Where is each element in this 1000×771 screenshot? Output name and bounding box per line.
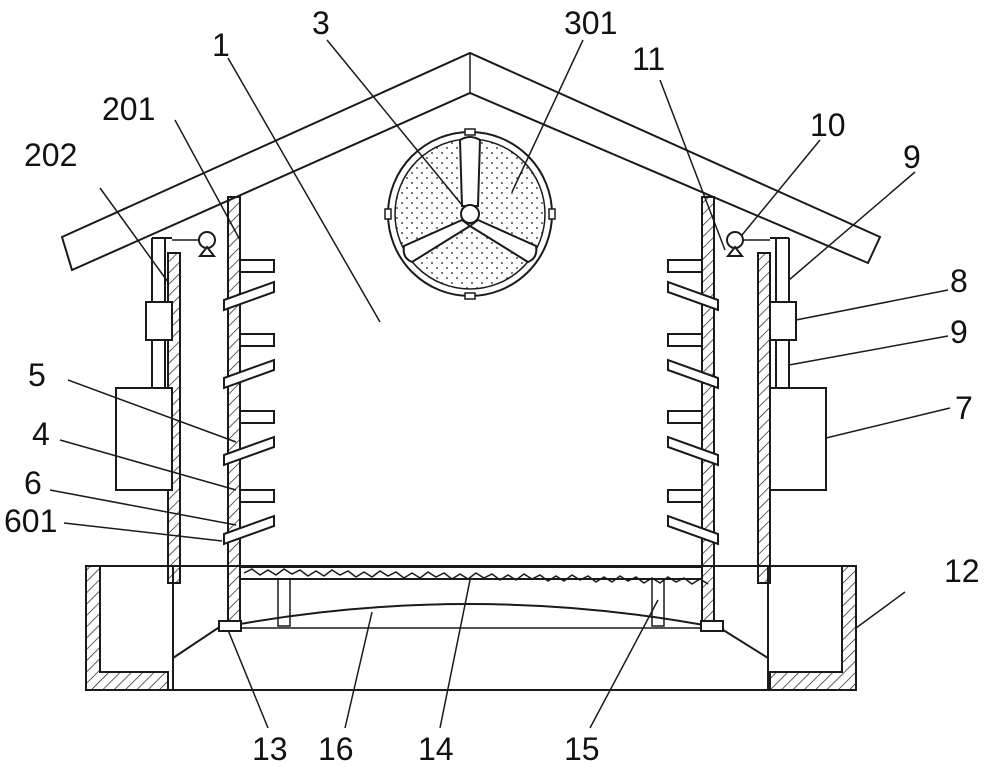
mesh-floor <box>239 566 709 627</box>
label-4: 4 <box>32 416 50 452</box>
label-12: 12 <box>944 553 980 589</box>
label-11: 11 <box>632 41 665 77</box>
label-5: 5 <box>28 357 46 393</box>
left-vent-slats <box>223 259 275 546</box>
left-inner-wall <box>218 196 275 632</box>
part-labels: 1 3 301 11 10 201 202 9 8 9 7 5 4 6 601 … <box>4 5 980 767</box>
label-8: 8 <box>950 263 968 299</box>
label-6: 6 <box>24 465 42 501</box>
collection-tray <box>172 603 769 659</box>
ventilation-fan <box>384 128 556 300</box>
label-13: 13 <box>252 731 288 767</box>
label-9-top: 9 <box>903 139 921 175</box>
label-16: 16 <box>318 731 354 767</box>
label-202: 202 <box>24 137 77 173</box>
label-10: 10 <box>810 107 846 143</box>
right-outer-wall <box>725 231 827 584</box>
fan-blade <box>458 136 482 207</box>
right-inner-wall <box>667 196 724 632</box>
label-201: 201 <box>102 91 155 127</box>
label-15: 15 <box>564 731 600 767</box>
label-3: 3 <box>312 5 330 41</box>
fan-blade <box>402 218 472 264</box>
label-14: 14 <box>418 731 454 767</box>
leader-lines <box>49 39 951 729</box>
label-301: 301 <box>564 5 617 41</box>
label-1: 1 <box>212 27 230 63</box>
label-601: 601 <box>4 503 57 539</box>
left-outer-wall <box>115 231 217 584</box>
fan-blade <box>468 218 538 264</box>
right-vent-slats <box>667 259 719 546</box>
roof <box>60 51 882 272</box>
label-7: 7 <box>955 390 973 426</box>
label-9-bottom: 9 <box>950 314 968 350</box>
